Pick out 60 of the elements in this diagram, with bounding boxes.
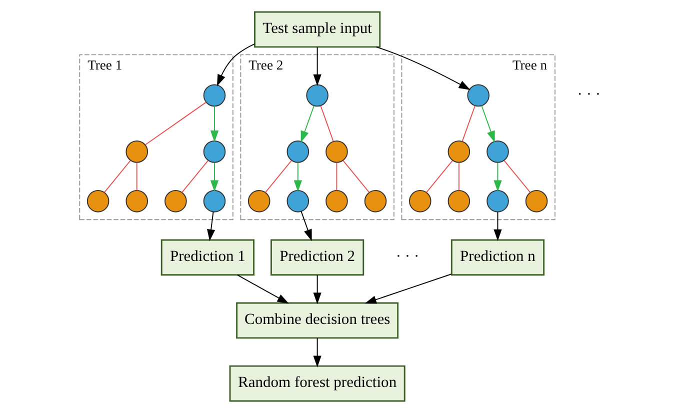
connector <box>136 162 137 191</box>
node-box: Prediction 2 <box>270 239 364 276</box>
connector <box>264 160 292 193</box>
node-circle <box>247 190 270 212</box>
node-box: Combine decision trees <box>236 302 398 339</box>
node-circle <box>164 190 186 212</box>
arrow <box>364 274 452 304</box>
node-circle <box>86 190 109 212</box>
connector <box>461 105 476 142</box>
label: · · · <box>576 86 600 104</box>
connector <box>336 162 337 191</box>
node-circle <box>306 84 328 107</box>
connector <box>458 162 459 191</box>
node-circle <box>125 140 148 163</box>
node-circle <box>486 190 508 212</box>
node-circle <box>125 190 148 212</box>
arrow <box>312 274 321 304</box>
node-circle <box>447 140 470 163</box>
node-circle <box>364 190 386 212</box>
node-circle <box>202 140 226 163</box>
connector <box>425 160 452 193</box>
arrow <box>216 43 255 86</box>
arrow <box>312 46 321 86</box>
node-circle <box>486 140 508 163</box>
node-circle <box>408 190 431 212</box>
cluster: Tree 2 <box>240 54 394 220</box>
arrow <box>236 274 288 304</box>
arrow <box>493 162 502 192</box>
cluster: Tree n <box>400 54 555 220</box>
arrow <box>300 210 312 242</box>
connector <box>144 102 206 146</box>
connector <box>342 160 370 193</box>
arrow <box>312 338 321 368</box>
node-circle <box>202 84 226 107</box>
node-circle <box>286 190 309 212</box>
arrow <box>493 211 502 242</box>
node-circle <box>202 190 226 212</box>
arrow <box>206 211 215 242</box>
arrow <box>480 105 494 143</box>
node-box: Test sample input <box>254 11 380 48</box>
node-circle <box>524 190 548 212</box>
node-box: Prediction 1 <box>160 239 254 276</box>
arrow <box>375 46 470 90</box>
node-box: Prediction n <box>450 239 544 276</box>
arrow <box>300 105 314 143</box>
node-circle <box>447 190 470 212</box>
arrow <box>210 106 218 142</box>
arrow <box>210 162 218 192</box>
connector <box>180 160 208 193</box>
cluster: Tree 1 <box>78 54 233 220</box>
node-circle <box>466 84 489 107</box>
connector <box>103 160 130 193</box>
label: · · · <box>395 248 419 266</box>
arrow <box>293 162 302 192</box>
connector <box>320 105 334 142</box>
node-circle <box>325 140 348 163</box>
node-circle <box>325 190 348 212</box>
node-circle <box>286 140 309 163</box>
connector <box>503 160 530 193</box>
node-box: Random forest prediction <box>228 365 405 402</box>
